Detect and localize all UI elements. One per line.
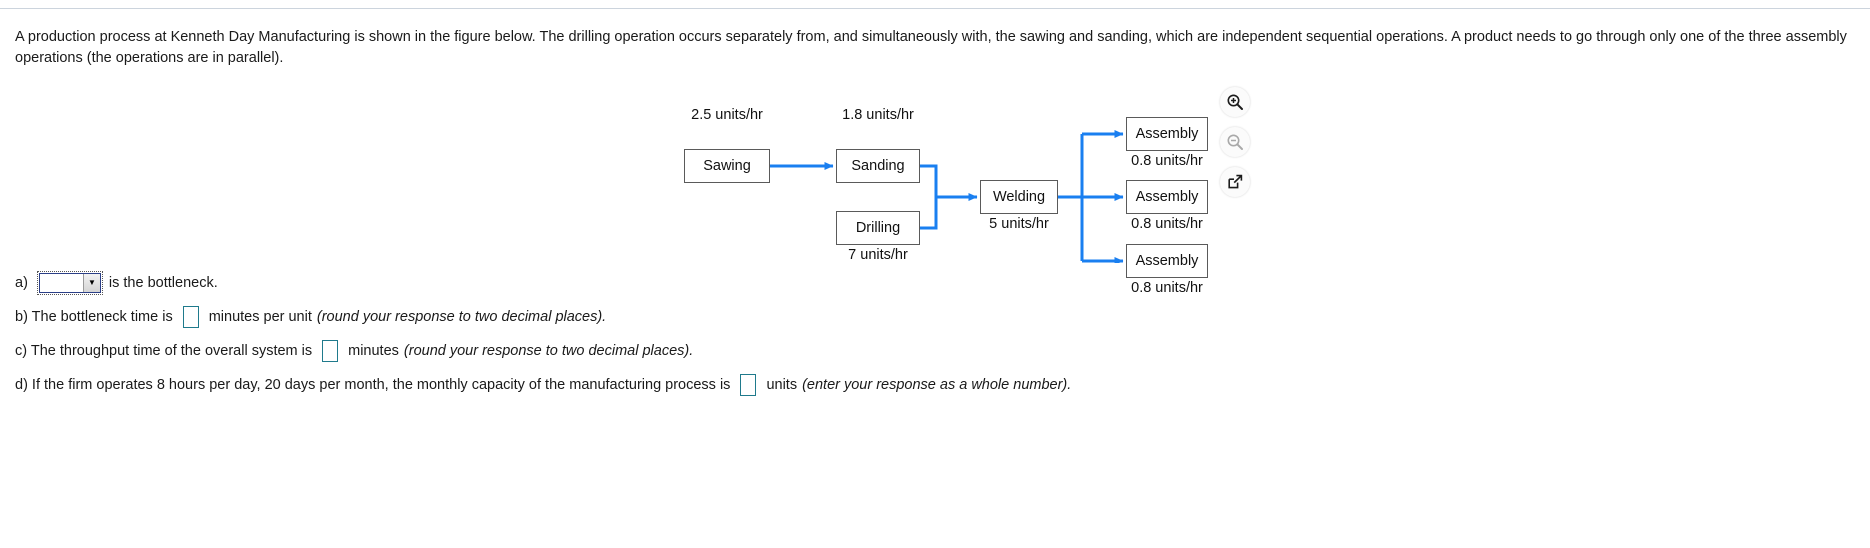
process-box-welding: Welding [980, 180, 1058, 214]
answer-c-hint: (round your response to two decimal plac… [403, 343, 694, 359]
diagram-connectors [770, 130, 1124, 263]
process-box-sawing: Sawing [684, 149, 770, 183]
rate-label-welding: 5 units/hr [989, 216, 1049, 232]
answer-b-prefix: b) The bottleneck time is [15, 309, 173, 325]
problem-statement: A production process at Kenneth Day Manu… [15, 29, 1847, 66]
answer-c-unit: minutes [348, 343, 399, 359]
process-box-drilling: Drilling [836, 211, 920, 245]
answer-b-hint: (round your response to two decimal plac… [316, 309, 607, 325]
answer-c-prefix: c) The throughput time of the overall sy… [15, 343, 313, 359]
answer-a-suffix: is the bottleneck. [108, 275, 218, 291]
answer-row-c: c) The throughput time of the overall sy… [15, 334, 1415, 368]
process-box-sanding: Sanding [836, 149, 920, 183]
answer-d-prefix: d) If the firm operates 8 hours per day,… [15, 377, 731, 393]
process-box-assembly-3: Assembly [1126, 244, 1208, 278]
process-flow-diagram: 2.5 units/hr Sawing 1.8 units/hr Sanding… [0, 78, 1300, 296]
zoom-in-glyph [1227, 94, 1243, 110]
process-box-assembly-1: Assembly [1126, 117, 1208, 151]
rate-label-assembly-2: 0.8 units/hr [1131, 216, 1203, 232]
rate-label-sawing: 2.5 units/hr [691, 107, 763, 123]
bottleneck-select-value [39, 274, 83, 292]
zoom-in-icon[interactable] [1220, 87, 1250, 117]
process-box-assembly-2: Assembly [1126, 180, 1208, 214]
answer-row-a: a) ▼ is the bottleneck. [15, 266, 1415, 300]
throughput-time-input[interactable] [322, 340, 339, 362]
answer-a-prefix: a) [15, 275, 28, 291]
rate-label-sanding: 1.8 units/hr [842, 107, 914, 123]
bottleneck-select[interactable]: ▼ [36, 271, 103, 295]
bottleneck-time-input[interactable] [182, 306, 199, 328]
rate-label-assembly-3: 0.8 units/hr [1131, 280, 1203, 296]
chevron-down-icon: ▼ [82, 274, 100, 292]
answer-section: a) ▼ is the bottleneck. b) The bottlenec… [15, 266, 1415, 402]
rate-label-drilling: 7 units/hr [848, 247, 908, 263]
answer-d-hint: (enter your response as a whole number). [802, 377, 1072, 393]
zoom-out-glyph [1227, 134, 1243, 150]
monthly-capacity-input[interactable] [740, 374, 757, 396]
answer-b-unit: minutes per unit [208, 309, 312, 325]
zoom-out-icon[interactable] [1220, 127, 1250, 157]
answer-row-d: d) If the firm operates 8 hours per day,… [15, 368, 1415, 402]
pop-out-glyph [1228, 174, 1243, 189]
rate-label-assembly-1: 0.8 units/hr [1131, 153, 1203, 169]
pop-out-icon[interactable] [1220, 167, 1250, 197]
answer-d-unit: units [766, 377, 798, 393]
answer-row-b: b) The bottleneck time is minutes per un… [15, 300, 1415, 334]
header-divider [0, 8, 1870, 9]
